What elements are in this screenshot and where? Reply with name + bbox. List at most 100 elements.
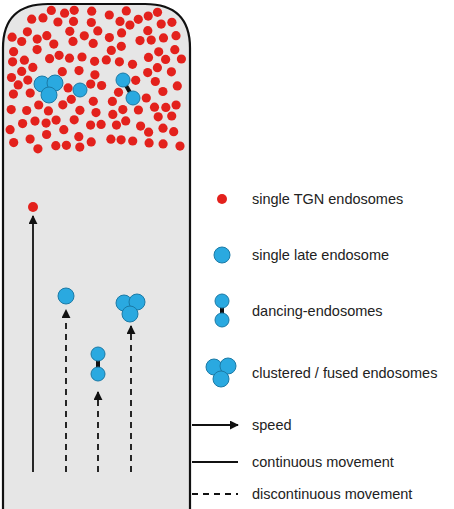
- tgn-endosome: [105, 33, 114, 42]
- tgn-endosome: [70, 115, 79, 124]
- tgn-endosome: [172, 100, 181, 109]
- tgn-endosome: [135, 36, 144, 45]
- tgn-endosome: [173, 81, 182, 90]
- tgn-endosome: [30, 117, 39, 126]
- tgn-endosome: [42, 119, 51, 128]
- tgn-endosome: [115, 17, 124, 26]
- tgn-endosome: [90, 70, 99, 79]
- tgn-endosome: [153, 63, 162, 72]
- tgn-endosome: [33, 45, 42, 54]
- tgn-endosome: [45, 54, 54, 63]
- tgn-endosome: [90, 57, 99, 66]
- tgn-endosome: [161, 103, 170, 112]
- legend-label: dancing-endosomes: [252, 303, 383, 319]
- tgn-endosome: [143, 68, 152, 77]
- tgn-endosome: [87, 18, 96, 27]
- tgn-endosome: [70, 6, 79, 15]
- tgn-endosome: [68, 37, 77, 46]
- hypha-outline: [3, 4, 190, 509]
- tgn-endosome: [52, 116, 61, 125]
- tgn-endosome: [7, 105, 16, 114]
- tgn-endosome: [158, 87, 167, 96]
- movement-arrows: [28, 202, 145, 472]
- tgn-endosome: [86, 80, 95, 89]
- tgn-endosome: [86, 121, 95, 130]
- tgn-endosome: [18, 119, 27, 128]
- tgn-endosome: [7, 73, 16, 82]
- tgn-endosome: [42, 31, 51, 40]
- tgn-endosome: [59, 125, 68, 134]
- tgn-endosome: [33, 144, 42, 153]
- tgn-endosome: [58, 67, 67, 76]
- tgn-endosome: [22, 106, 31, 115]
- tgn-endosome: [154, 112, 163, 121]
- tgn-endosome: [64, 83, 73, 92]
- tgn-endosome: [26, 89, 35, 98]
- tgn-endosome: [75, 143, 84, 152]
- tgn-endosome: [9, 138, 18, 147]
- tgn-endosome: [114, 88, 123, 97]
- tgn-endosome: [102, 55, 111, 64]
- tgn-endosome: [65, 54, 74, 63]
- legend-label: single TGN endosomes: [252, 191, 403, 207]
- tgn-endosome: [53, 17, 62, 26]
- tgn-endosome: [58, 100, 67, 109]
- tgn-endosome: [142, 93, 151, 102]
- tgn-endosome: [106, 135, 115, 144]
- tgn-endosome: [128, 60, 137, 69]
- tgn-endosome: [87, 7, 96, 16]
- tgn-endosome: [159, 33, 168, 42]
- tgn-endosome: [169, 127, 178, 136]
- tgn-endosome: [91, 108, 100, 117]
- tgn-endosome: [93, 26, 102, 35]
- tgn-endosome: [38, 13, 47, 22]
- tgn-endosome: [108, 97, 117, 106]
- tgn-endosome: [121, 116, 130, 125]
- tgn-endosome: [171, 31, 180, 40]
- tgn-endosome: [144, 53, 153, 62]
- tgn-endosome: [144, 12, 153, 21]
- legend-label: single late endosome: [252, 247, 389, 263]
- tgn-endosome: [134, 105, 143, 114]
- tgn-endosome: [67, 95, 76, 104]
- tgn-endosome: [170, 45, 179, 54]
- tgn-endosome: [26, 135, 35, 144]
- tgn-endosome: [150, 103, 159, 112]
- legend-label: clustered / fused endosomes: [252, 365, 437, 381]
- tgn-endosome: [9, 47, 18, 56]
- tgn-endosome: [131, 76, 140, 85]
- legend-swatch: [214, 247, 230, 263]
- tgn-endosome: [153, 8, 162, 17]
- tgn-endosome: [151, 77, 160, 86]
- tgn-endosome: [144, 128, 153, 137]
- tgn-endosome: [89, 39, 98, 48]
- tgn-endosome: [117, 135, 126, 144]
- tgn-endosome: [65, 27, 74, 36]
- tgn-endosome: [136, 122, 145, 131]
- tgn-endosome: [122, 6, 131, 15]
- tgn-endosome: [145, 138, 154, 147]
- tgn-endosome: [8, 57, 17, 66]
- tgn-endosome: [107, 46, 116, 55]
- legend-label: discontinuous movement: [252, 486, 412, 502]
- tgn-endosome: [89, 97, 98, 106]
- tgn-endosome: [117, 28, 126, 37]
- tgn-endosome: [108, 110, 117, 119]
- tgn-endosome: [175, 142, 184, 151]
- tgn-endosome: [158, 124, 167, 133]
- tgn-endosome: [177, 54, 186, 63]
- tgn-endosome: [143, 26, 152, 35]
- tgn-endosome: [9, 90, 18, 99]
- tgn-endosome: [34, 100, 43, 109]
- tgn-endosome: [97, 120, 106, 129]
- tgn-endosome: [49, 40, 58, 49]
- legend-symbols: [192, 194, 238, 494]
- legend-label: continuous movement: [252, 454, 394, 470]
- tgn-endosome: [157, 20, 166, 29]
- tgn-endosome: [125, 21, 134, 30]
- tgn-endosome: [28, 63, 37, 72]
- tgn-endosome: [51, 141, 60, 150]
- tgn-endosome: [167, 18, 176, 27]
- tgn-endosome: [17, 37, 26, 46]
- tgn-endosome: [77, 52, 86, 61]
